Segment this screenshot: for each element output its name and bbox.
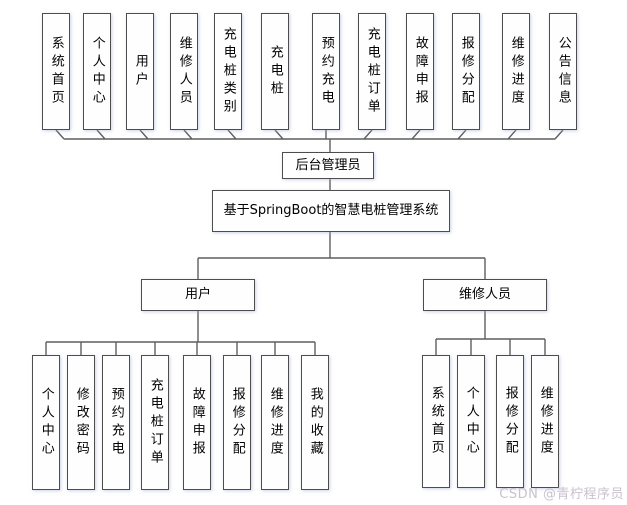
node-user-fault-report: 故障申报 xyxy=(183,355,211,490)
node-system-home: 系统首页 xyxy=(42,13,70,130)
node-user-pile-order: 充电桩订单 xyxy=(141,355,169,490)
node-maint-maintenance-progress: 维修进度 xyxy=(531,355,559,488)
node-maintenance-staff: 维修人员 xyxy=(170,13,198,130)
node-announcement-info: 公告信息 xyxy=(549,13,577,130)
node-maint-system-home: 系统首页 xyxy=(422,355,450,488)
node-charging-pile: 充电桩 xyxy=(261,13,289,130)
node-user-module: 用户 xyxy=(126,13,154,130)
node-system-root: 基于SpringBoot的智慧电桩管理系统 xyxy=(212,190,450,232)
node-user-role: 用户 xyxy=(141,279,255,311)
node-user-maintenance-progress: 维修进度 xyxy=(261,355,289,490)
node-user-my-favorites: 我的收藏 xyxy=(301,355,329,490)
node-maint-repair-assignment: 报修分配 xyxy=(496,355,524,488)
node-user-repair-assignment: 报修分配 xyxy=(223,355,251,490)
node-reserve-charging: 预约充电 xyxy=(312,13,340,130)
node-user-reserve-charging: 预约充电 xyxy=(102,355,130,490)
node-backend-admin: 后台管理员 xyxy=(282,152,374,179)
node-user-personal-center: 个人中心 xyxy=(32,355,60,490)
node-pile-order: 充电桩订单 xyxy=(358,13,386,130)
node-pile-category: 充电桩类别 xyxy=(214,13,242,130)
node-maintenance-progress: 维修进度 xyxy=(502,13,530,130)
node-user-change-password: 修改密码 xyxy=(67,355,95,490)
node-repair-assignment: 报修分配 xyxy=(452,13,480,130)
node-maintenance-role: 维修人员 xyxy=(423,279,547,311)
csdn-watermark: CSDN @青柠程序员 xyxy=(499,487,624,502)
node-maint-personal-center: 个人中心 xyxy=(457,355,485,488)
node-fault-report: 故障申报 xyxy=(406,13,434,130)
node-personal-center: 个人中心 xyxy=(83,13,111,130)
